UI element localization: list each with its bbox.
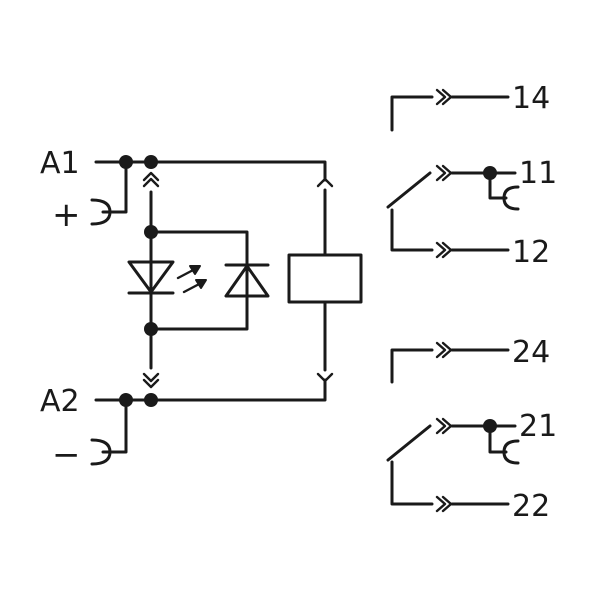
nc-line-24 [390, 348, 434, 384]
plug-connector [142, 378, 160, 389]
plug-connector [142, 372, 160, 383]
led-diode [127, 260, 175, 294]
terminal-plug [435, 341, 447, 359]
terminal-label-12: 12 [512, 235, 550, 270]
diode-loop-wire [149, 230, 249, 331]
label-plus: + [52, 195, 81, 235]
contact-set-1 [386, 88, 520, 259]
terminal-plug [435, 417, 447, 435]
a2-wire [94, 378, 327, 402]
terminal-label-22: 22 [512, 489, 550, 524]
protection-diode [224, 264, 270, 298]
plug-connector [316, 177, 334, 188]
terminal-label-14: 14 [512, 81, 550, 116]
terminal-plug [435, 88, 447, 106]
a2-junction-dot [119, 393, 133, 407]
switch-arm-21 [386, 424, 432, 462]
switch-arm-11 [386, 171, 432, 209]
terminal-plug [435, 241, 447, 259]
coil-circuit [90, 155, 363, 466]
a1-junction-dot [119, 155, 133, 169]
plug-connector [316, 372, 334, 383]
led-light-arrow-head [195, 279, 207, 289]
led-light-arrow-head [189, 265, 201, 275]
cup-terminal-21 [488, 424, 508, 454]
terminal-label-11: 11 [519, 156, 557, 191]
a1-wire [94, 160, 327, 182]
terminal-label-24: 24 [512, 335, 550, 370]
terminal-plug [435, 495, 447, 513]
cup-terminal-21-cup [502, 439, 520, 465]
contact-set-2 [386, 341, 520, 513]
label-a2: A2 [40, 384, 80, 419]
label-minus: − [52, 435, 81, 475]
minus-terminal-cup [90, 438, 112, 466]
terminal-plug [435, 164, 447, 182]
nc-line-22 [390, 460, 434, 506]
a2-junction-dot [144, 393, 158, 407]
cup-terminal-11-cup [502, 185, 520, 211]
a1-junction-dot [144, 155, 158, 169]
nc-line-14 [390, 95, 434, 132]
plug-connector [142, 177, 160, 188]
terminal-label-21: 21 [519, 409, 557, 444]
nc-line-12 [390, 208, 434, 252]
cup-terminal-11 [488, 171, 508, 200]
plus-terminal-cup [90, 198, 112, 226]
plug-connector [142, 171, 160, 182]
labels: A1 + A2 − 14 11 12 24 21 22 [40, 81, 557, 524]
relay-coil [287, 253, 363, 304]
label-a1: A1 [40, 146, 80, 181]
